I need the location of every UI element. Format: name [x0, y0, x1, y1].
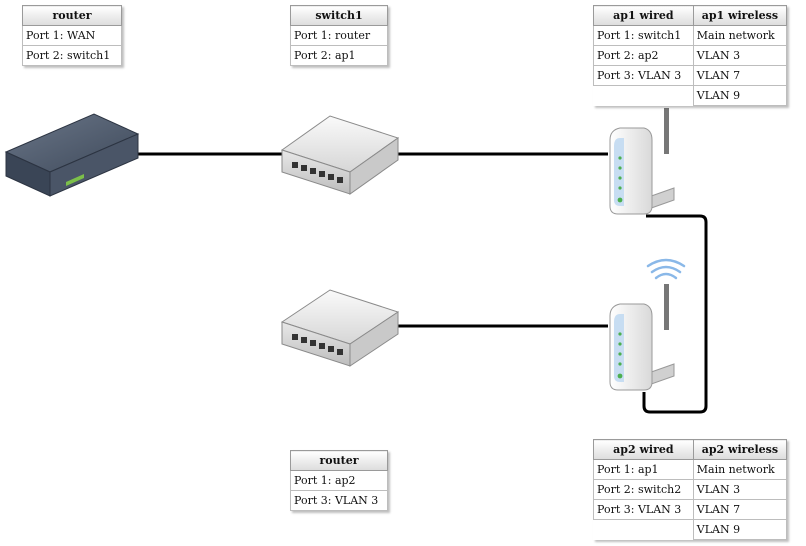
- table-cell: VLAN 3: [692, 45, 788, 66]
- ap1-ports-table: ap1 wired ap1 wireless Port 1: switch1 M…: [593, 5, 788, 106]
- ap2-icon: [609, 258, 686, 391]
- table-cell: Port 2: switch2: [593, 479, 694, 500]
- switch2-icon: [280, 289, 400, 367]
- table-header-wireless: ap2 wireless: [692, 439, 788, 460]
- table-cell: Port 1: ap2: [290, 470, 388, 491]
- router-icon: [4, 113, 140, 197]
- table-cell: Port 1: WAN: [22, 25, 122, 46]
- cables: [136, 152, 708, 414]
- table-header: router: [22, 5, 122, 26]
- router-bottom-ports-table: router Port 1: ap2 Port 3: VLAN 3: [290, 450, 388, 511]
- table-header: router: [290, 450, 388, 471]
- table-cell: VLAN 3: [692, 479, 788, 500]
- table-cell: Port 3: VLAN 3: [593, 499, 694, 520]
- table-cell: Port 1: router: [290, 25, 388, 46]
- table-header-wired: ap2 wired: [593, 439, 694, 460]
- table-header: switch1: [290, 5, 388, 26]
- table-cell: Port 2: switch1: [22, 45, 122, 66]
- table-cell: VLAN 9: [692, 85, 788, 106]
- table-cell: Port 2: ap2: [593, 45, 694, 66]
- table-cell-empty: [594, 86, 694, 106]
- table-header-wired: ap1 wired: [593, 5, 694, 26]
- table-header-wireless: ap1 wireless: [692, 5, 788, 26]
- ap2-ports-table: ap2 wired ap2 wireless Port 1: ap1 Main …: [593, 439, 788, 540]
- table-cell: VLAN 7: [692, 65, 788, 86]
- cable-ap1-ap2: [642, 214, 708, 414]
- table-cell: Port 3: VLAN 3: [290, 490, 388, 511]
- table-cell: Port 1: ap1: [593, 459, 694, 480]
- table-cell-empty: [594, 520, 694, 540]
- table-cell: Port 1: switch1: [593, 25, 694, 46]
- table-cell: Port 2: ap1: [290, 45, 388, 66]
- switch1-ports-table: switch1 Port 1: router Port 2: ap1: [290, 5, 388, 66]
- wifi-signal-icon: [646, 258, 686, 280]
- table-cell: VLAN 9: [692, 519, 788, 540]
- table-cell: Port 3: VLAN 3: [593, 65, 694, 86]
- table-cell: VLAN 7: [692, 499, 788, 520]
- switch1-icon: [280, 115, 400, 195]
- table-cell: Main network: [692, 25, 788, 46]
- table-cell: Main network: [692, 459, 788, 480]
- router-ports-table: router Port 1: WAN Port 2: switch1: [22, 5, 122, 66]
